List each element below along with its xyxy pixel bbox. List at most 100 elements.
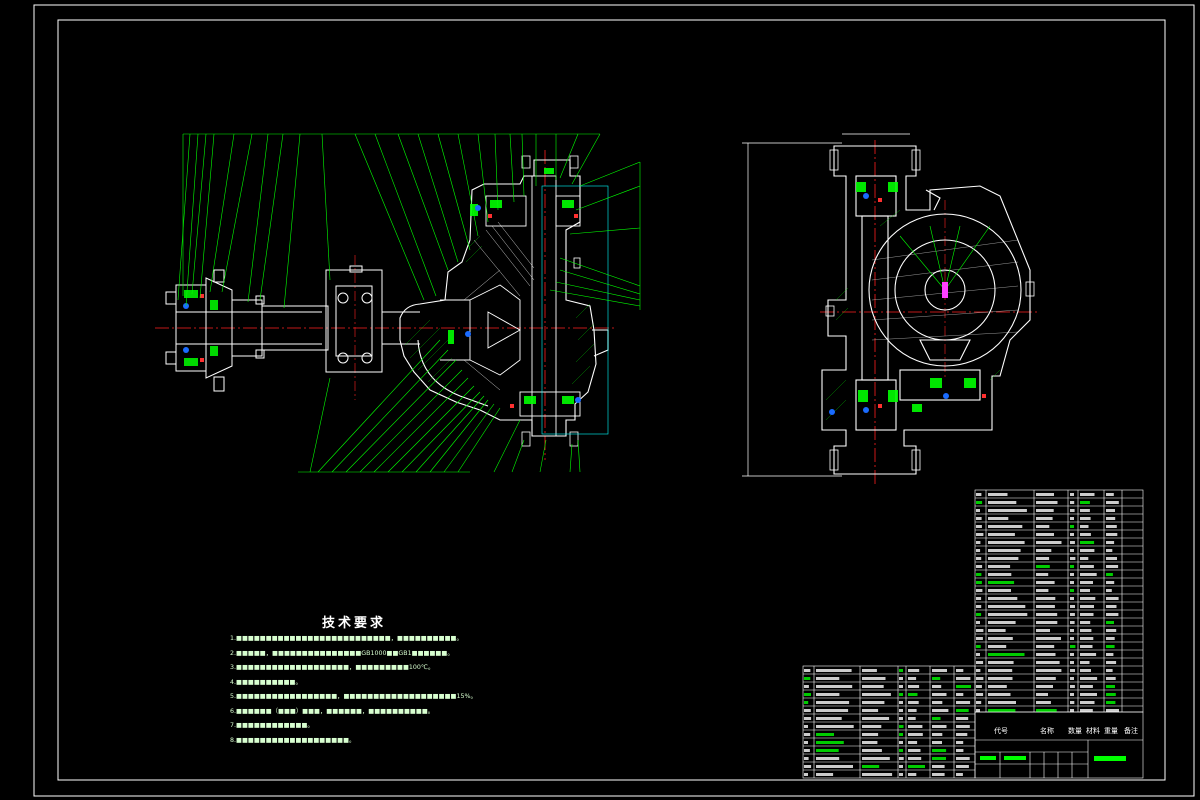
parts-cell-text xyxy=(1106,589,1112,592)
parts-cell-text xyxy=(862,685,884,688)
parts-cell-text xyxy=(956,685,971,688)
tech-note: 3.■■■■■■■■■■■■■■■■■■■，■■■■■■■■■100℃。 xyxy=(230,664,435,671)
parts-cell-text xyxy=(816,677,840,680)
parts-cell-text xyxy=(908,717,916,720)
parts-cell-text xyxy=(804,701,809,704)
parts-cell-text xyxy=(899,693,903,696)
parts-cell-text xyxy=(1036,661,1060,664)
parts-cell-text xyxy=(976,541,981,544)
parts-cell-text xyxy=(1080,709,1093,712)
parts-cell-text xyxy=(908,669,920,672)
parts-cell-text xyxy=(976,621,980,624)
parts-cell-text xyxy=(1036,589,1049,592)
parts-cell-text xyxy=(1080,493,1095,496)
parts-cell-text xyxy=(908,773,917,776)
parts-cell-text xyxy=(816,717,842,720)
parts-cell-text xyxy=(1106,637,1115,640)
parts-cell-text xyxy=(1080,669,1091,672)
parts-cell-text xyxy=(804,717,812,720)
parts-cell-text xyxy=(1036,557,1050,560)
parts-cell-text xyxy=(1080,621,1091,624)
parts-cell-text xyxy=(908,733,923,736)
parts-cell-text xyxy=(1080,517,1091,520)
tech-note: 5.■■■■■■■■■■■■■■■■■，■■■■■■■■■■■■■■■■■■■1… xyxy=(230,693,477,700)
parts-cell-text xyxy=(1106,653,1114,656)
parts-cell-text xyxy=(1070,493,1074,496)
parts-cell-text xyxy=(1070,677,1074,680)
parts-cell-text xyxy=(1106,493,1114,496)
parts-cell-text xyxy=(976,533,984,536)
parts-cell-text xyxy=(976,597,982,600)
col-code-label: 代号 xyxy=(994,727,1008,735)
parts-cell-text xyxy=(908,685,920,688)
parts-cell-text xyxy=(1106,549,1113,552)
parts-cell-text xyxy=(932,709,949,712)
parts-cell-text xyxy=(976,581,982,584)
parts-cell-text xyxy=(899,725,904,728)
parts-cell-text xyxy=(976,557,982,560)
parts-cell-text xyxy=(988,677,1013,680)
parts-cell-text xyxy=(908,693,918,696)
parts-cell-text xyxy=(956,749,964,752)
parts-cell-text xyxy=(862,677,886,680)
parts-cell-text xyxy=(988,501,1017,504)
col-material-label: 材料 xyxy=(1086,727,1100,735)
parts-cell-text xyxy=(1080,653,1097,656)
parts-cell-text xyxy=(804,773,808,776)
parts-cell-text xyxy=(1036,597,1056,600)
parts-cell-text xyxy=(1036,517,1053,520)
parts-cell-text xyxy=(976,501,983,504)
parts-cell-text xyxy=(956,717,969,720)
parts-cell-text xyxy=(1070,693,1074,696)
parts-cell-text xyxy=(908,725,923,728)
parts-cell-text xyxy=(1036,613,1058,616)
parts-cell-text xyxy=(804,685,809,688)
parts-cell-text xyxy=(932,685,942,688)
parts-cell-text xyxy=(1036,709,1057,712)
parts-cell-text xyxy=(1070,589,1074,592)
parts-cell-text xyxy=(976,605,982,608)
parts-cell-text xyxy=(908,749,921,752)
parts-cell-text xyxy=(976,589,983,592)
parts-cell-text xyxy=(1036,645,1055,648)
parts-cell-text xyxy=(1080,637,1094,640)
parts-cell-text xyxy=(1106,629,1117,632)
parts-cell-text xyxy=(899,669,903,672)
parts-cell-text xyxy=(956,733,968,736)
parts-cell-text xyxy=(988,565,1011,568)
parts-cell-text xyxy=(976,509,980,512)
col-name-label: 名称 xyxy=(1040,727,1054,735)
parts-cell-text xyxy=(1106,573,1113,576)
parts-cell-text xyxy=(899,717,903,720)
parts-cell-text xyxy=(1070,701,1075,704)
parts-cell-text xyxy=(899,701,903,704)
parts-cell-text xyxy=(862,709,879,712)
parts-cell-text xyxy=(932,717,941,720)
parts-cell-text xyxy=(816,701,850,704)
title-block xyxy=(974,711,1144,779)
parts-cell-text xyxy=(988,509,1027,512)
parts-cell-text xyxy=(976,677,984,680)
parts-cell-text xyxy=(1106,525,1117,528)
parts-cell-text xyxy=(899,685,903,688)
parts-cell-text xyxy=(816,765,853,768)
parts-cell-text xyxy=(1070,637,1074,640)
col-remarks-label: 备注 xyxy=(1124,727,1138,735)
parts-cell-text xyxy=(804,693,811,696)
parts-cell-text xyxy=(988,613,1028,616)
parts-cell-text xyxy=(816,773,834,776)
parts-cell-text xyxy=(976,709,980,712)
parts-cell-text xyxy=(1080,693,1097,696)
parts-cell-text xyxy=(956,693,964,696)
parts-cell-text xyxy=(816,741,844,744)
parts-cell-text xyxy=(862,701,885,704)
parts-cell-text xyxy=(908,741,918,744)
parts-cell-text xyxy=(804,749,810,752)
col-weight-label: 重量 xyxy=(1104,727,1118,735)
parts-cell-text xyxy=(1080,573,1097,576)
parts-cell-text xyxy=(1070,613,1075,616)
parts-cell-text xyxy=(976,669,981,672)
parts-cell-text xyxy=(1080,549,1095,552)
parts-cell-text xyxy=(956,773,963,776)
